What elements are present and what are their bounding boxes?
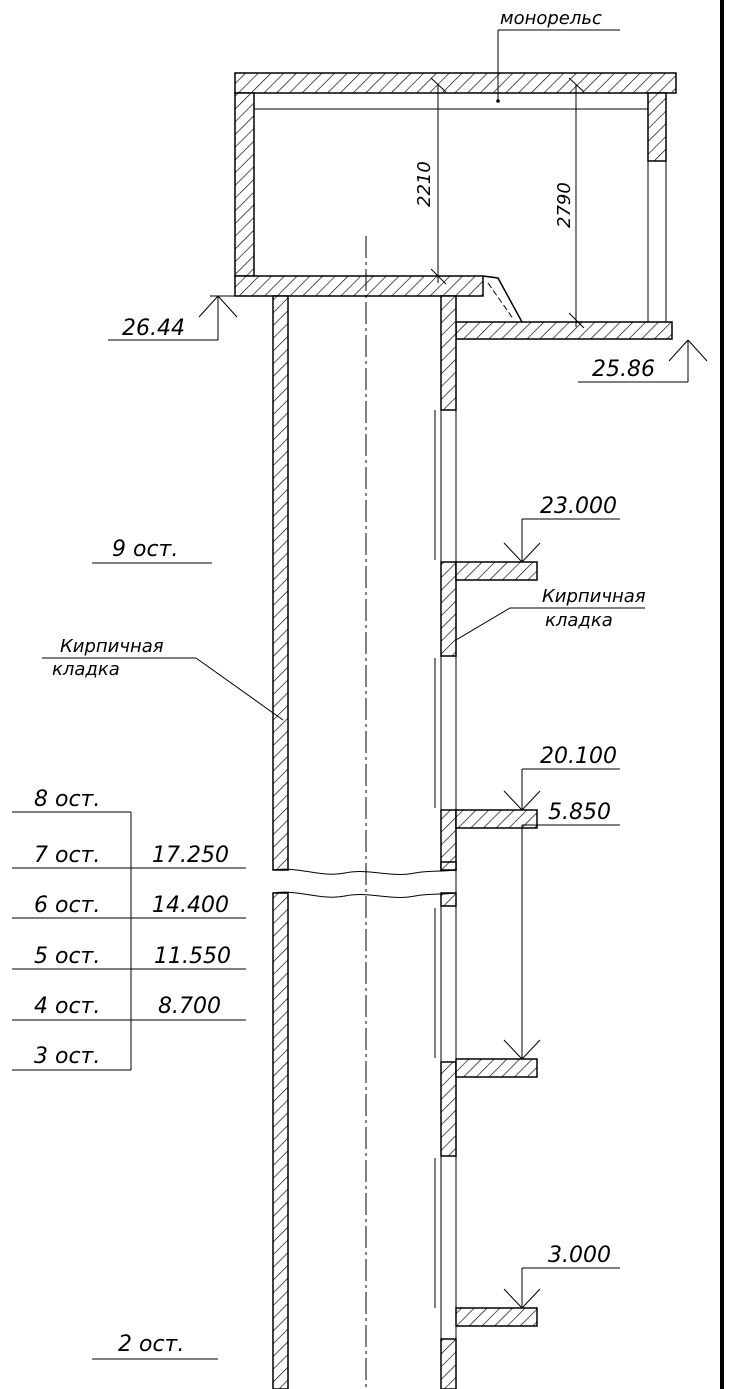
machine-room-right-wall — [647, 92, 667, 162]
monorail-label: монорельс — [500, 8, 602, 29]
masonry-left-line2: кладка — [52, 659, 120, 680]
masonry-left-line1: Кирпичная — [60, 636, 164, 657]
elevation-26-44-text: 26.44 — [122, 316, 185, 341]
landing-slab-23000 — [455, 561, 538, 581]
stop-table-row-3-stop: 5 ост. — [34, 944, 100, 969]
machine-room-left-wall — [234, 92, 255, 277]
dimension-2790-text: 2790 — [554, 182, 575, 228]
masonry-right-line2: кладка — [545, 610, 613, 631]
machine-room-floor-slab — [234, 275, 484, 297]
dimension-2210 — [430, 77, 447, 285]
lower-floor-slab — [455, 321, 673, 340]
elevation-mark-25-86 — [578, 339, 708, 383]
dimension-2210-text: 2210 — [414, 161, 435, 207]
elevation-mark-20100 — [503, 768, 620, 811]
elevation-25-86-text: 25.86 — [592, 357, 655, 382]
landing-slab-5850 — [455, 1058, 538, 1078]
stop-table-row-2-stop: 6 ост. — [34, 893, 100, 918]
landing-slab-3000 — [455, 1307, 538, 1327]
elevation-mark-26-44 — [108, 295, 240, 341]
shaft — [272, 236, 457, 1389]
elevation-mark-3000 — [503, 1267, 620, 1309]
shaft-left-wall-upper — [272, 295, 289, 871]
masonry-right-line1: Кирпичная — [542, 586, 646, 607]
stop-table-row-4-stop: 4 ост. — [34, 994, 100, 1019]
stop-table-row-2-level: 14.400 — [152, 893, 229, 918]
stop-9-label: 9 ост. — [112, 537, 178, 562]
elevation-5850-text: 5.850 — [548, 800, 611, 825]
elevation-mark-5850 — [503, 824, 620, 1060]
stop-table-row-4-level: 8.700 — [158, 994, 221, 1019]
elevation-mark-23000 — [503, 518, 620, 563]
stop-table-row-1-stop: 7 ост. — [34, 843, 100, 868]
elevation-23000-text: 23.000 — [540, 494, 617, 519]
masonry-leader-left — [42, 657, 284, 721]
dimension-2790 — [568, 77, 585, 329]
elevation-3000-text: 3.000 — [548, 1243, 611, 1268]
stop-table: 8 ост. 7 ост. 17.250 6 ост. 14.400 5 ост… — [12, 787, 246, 1071]
stop-table-row-5-stop: 3 ост. — [34, 1044, 100, 1069]
landing-slab-20100 — [455, 809, 538, 829]
stop-2-label: 2 ост. — [118, 1332, 184, 1357]
masonry-leader-right — [455, 607, 645, 641]
shaft-left-wall-lower — [272, 892, 289, 1389]
stop-table-row-0-stop: 8 ост. — [34, 787, 100, 812]
stop-table-row-3-level: 11.550 — [154, 944, 231, 969]
machine-room-roof-slab — [234, 72, 677, 94]
elevation-20100-text: 20.100 — [540, 744, 617, 769]
stop-table-row-1-level: 17.250 — [152, 843, 229, 868]
machine-room — [234, 29, 677, 340]
